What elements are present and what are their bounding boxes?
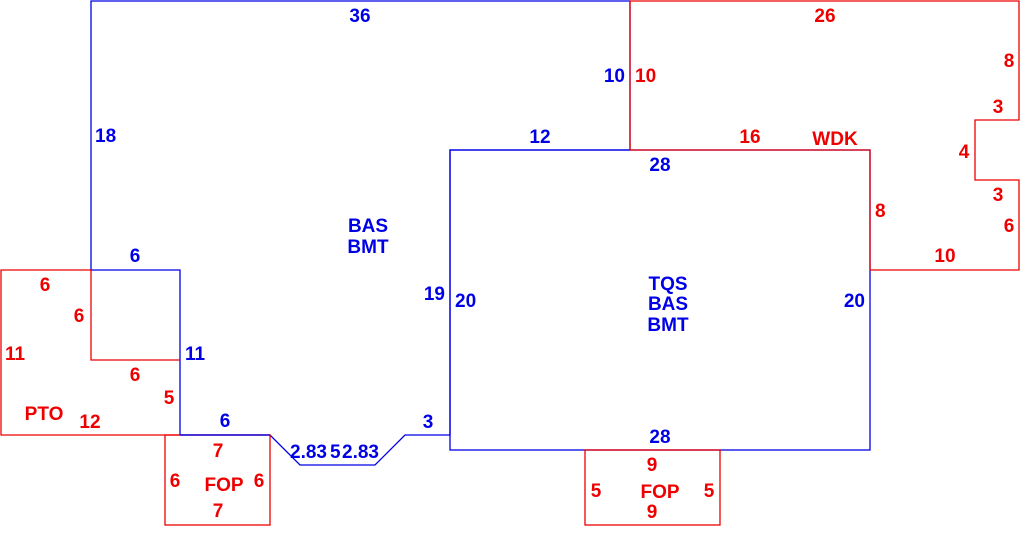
dim-label: 9 — [647, 455, 658, 476]
dim-label: 10 — [635, 66, 656, 87]
dim-label: 6 — [130, 365, 141, 386]
dim-label: 4 — [959, 142, 970, 163]
bmt-label: BMT — [347, 237, 389, 258]
dim-label: 3 — [993, 97, 1004, 118]
dim-label: 9 — [647, 502, 658, 523]
dim-label: 7 — [213, 501, 224, 522]
dim-label: 28 — [649, 155, 670, 176]
pto-label: PTO — [25, 404, 64, 425]
dim-label: 10 — [604, 66, 625, 87]
pto-inner — [90, 270, 180, 361]
dim-label: 2.83 — [342, 442, 379, 463]
wdk-label: WDK — [812, 129, 858, 150]
dim-label: 6 — [74, 306, 85, 327]
dim-label: 5 — [330, 442, 341, 463]
fop-bottom-outline — [584, 449, 721, 526]
dim-label: 6 — [40, 275, 51, 296]
dim-label: 5 — [704, 481, 715, 502]
dim-label: 3 — [423, 412, 434, 433]
dim-label: 3 — [993, 185, 1004, 206]
dim-label: 19 — [424, 284, 445, 305]
dim-label: 6 — [170, 471, 181, 492]
dim-label: 28 — [649, 427, 670, 448]
dim-label: 11 — [5, 344, 26, 365]
wdk-outline — [629, 0, 1020, 271]
dim-label: 18 — [95, 126, 116, 147]
dim-label: 6 — [220, 411, 231, 432]
dim-label: 6 — [130, 246, 141, 267]
dim-label: 5 — [164, 388, 175, 409]
dim-label: 5 — [591, 481, 602, 502]
tqs-label: TQS — [648, 274, 687, 295]
dim-label: 12 — [79, 412, 100, 433]
dim-label: 20 — [844, 291, 865, 312]
pto-outline — [0, 269, 180, 436]
dim-label: 8 — [875, 201, 886, 222]
bas-label: BAS — [348, 216, 388, 237]
dim-label: 20 — [455, 291, 476, 312]
dim-label: 11 — [185, 344, 206, 365]
fop-label: FOP — [204, 475, 243, 496]
dim-label: 8 — [1004, 51, 1015, 72]
dim-label: 2.83 — [290, 442, 327, 463]
dim-label: 16 — [739, 127, 760, 148]
dim-label: 10 — [934, 246, 955, 267]
dim-label: 6 — [254, 471, 265, 492]
bmt-label: BMT — [647, 315, 689, 336]
dim-label: 36 — [349, 6, 370, 27]
dim-label: 26 — [814, 6, 835, 27]
dim-label: 7 — [213, 441, 224, 462]
dim-label: 12 — [529, 127, 550, 148]
dim-label: 6 — [1004, 216, 1015, 237]
fop-label: FOP — [640, 482, 679, 503]
bas-label: BAS — [648, 294, 688, 315]
